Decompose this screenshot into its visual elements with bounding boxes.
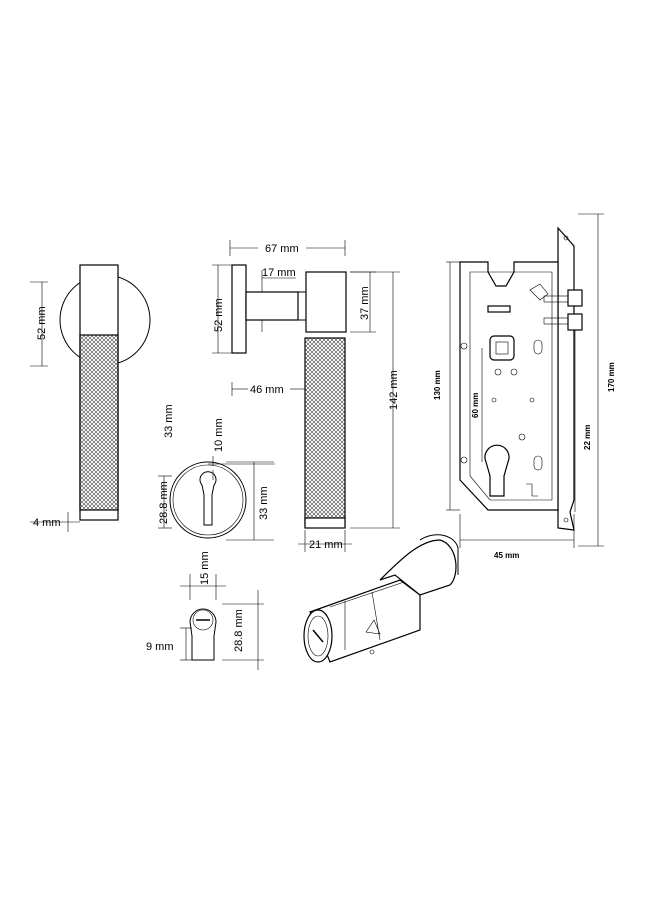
lock-body-view: 130 mm 60 mm 22 mm 170 mm 45 mm [433, 213, 616, 560]
dim-52-side: 52 mm [213, 298, 225, 332]
dim-33-escutcheon: 33 mm [163, 404, 175, 438]
dim-46: 46 mm [250, 384, 284, 396]
dim-33-right: 33 mm [258, 486, 270, 520]
dim-130: 130 mm [433, 370, 442, 400]
dim-142: 142 mm [388, 370, 400, 410]
dim-15: 15 mm [199, 551, 211, 585]
cylinder-profile-view: 15 mm 9 mm 28.8 mm [146, 551, 264, 670]
dim-170: 170 mm [607, 362, 616, 392]
dim-60: 60 mm [471, 393, 480, 418]
dim-17: 17 mm [262, 267, 296, 279]
handle-side-view: 67 mm 17 mm 52 mm 37 mm 142 mm 46 mm 21 … [212, 240, 400, 552]
escutcheon-view: 33 mm 10 mm 28.8 mm 33 mm [158, 404, 275, 541]
dim-28-8-escutcheon: 28.8 mm [158, 481, 170, 524]
dim-9: 9 mm [146, 641, 174, 653]
cylinder-3d-view [303, 534, 459, 663]
dim-45: 45 mm [494, 551, 519, 560]
dim-21: 21 mm [309, 539, 343, 551]
dim-10: 10 mm [213, 418, 225, 452]
dim-22: 22 mm [583, 425, 592, 450]
dim-28-8-cylinder: 28.8 mm [233, 609, 245, 652]
dim-37: 37 mm [359, 286, 371, 320]
handle-front-view: 52 mm 4 mm [30, 264, 151, 532]
dim-67: 67 mm [265, 243, 299, 255]
dim-4-front: 4 mm [33, 517, 61, 529]
dim-52-front: 52 mm [36, 306, 48, 340]
